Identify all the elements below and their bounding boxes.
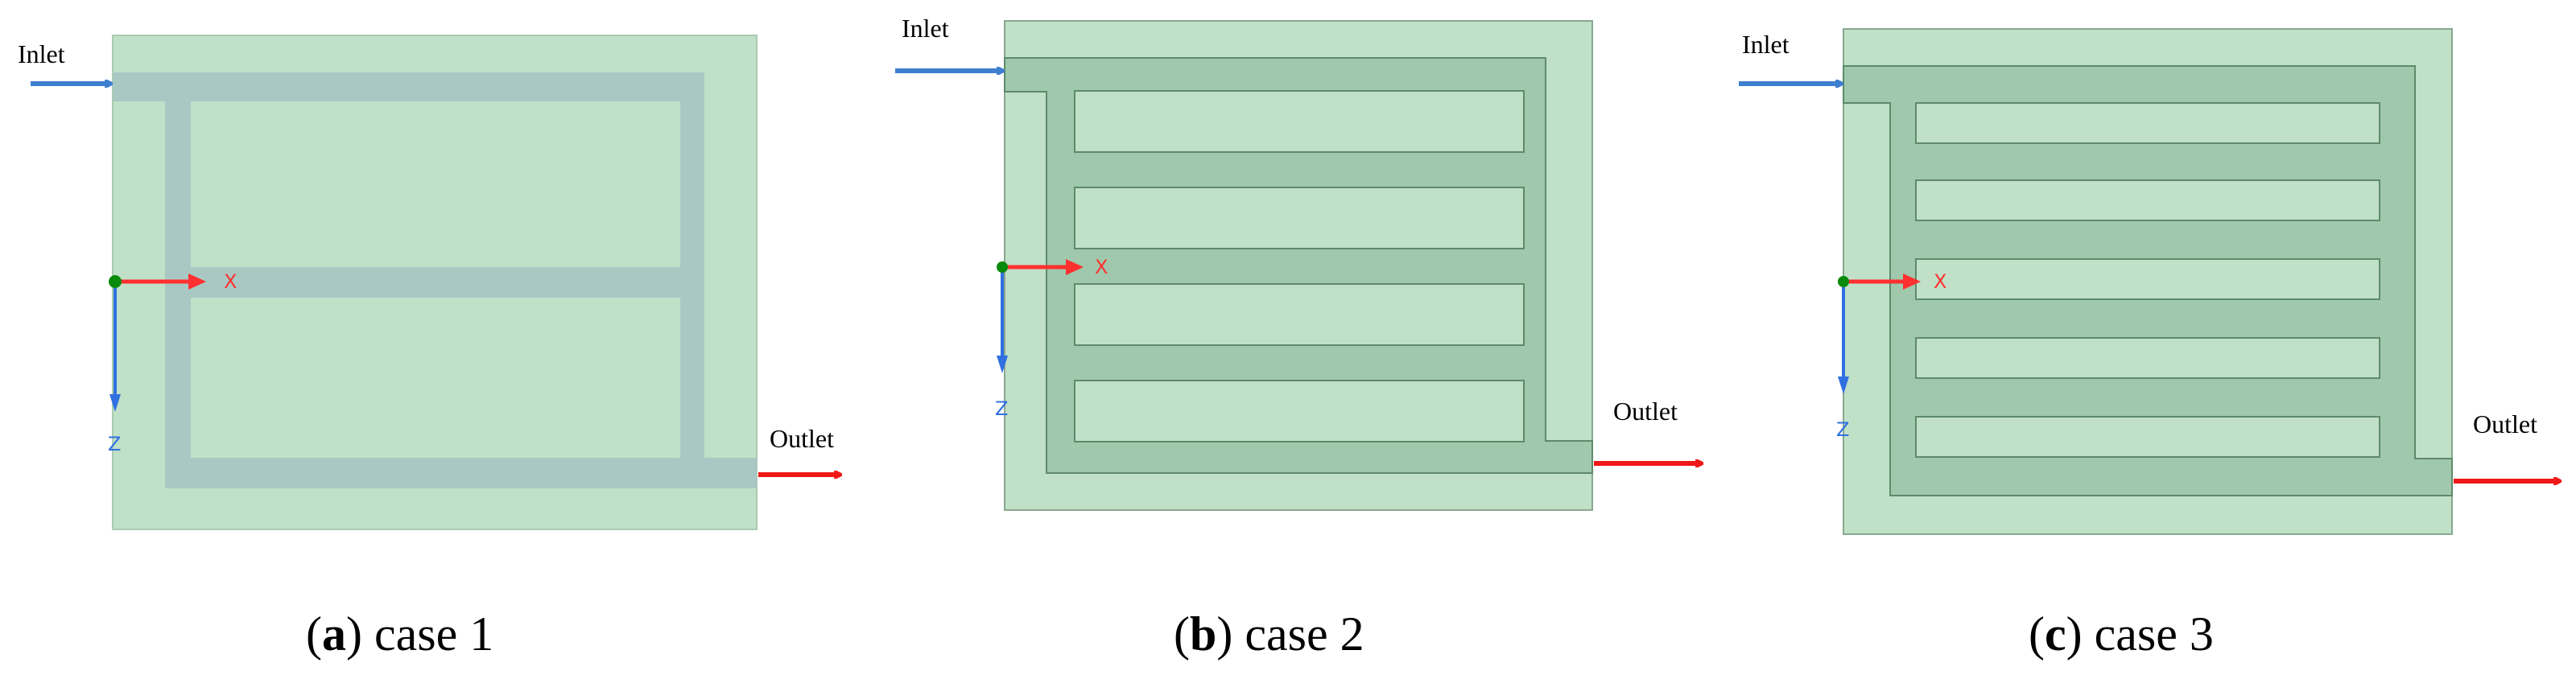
coordinate-axes: X Z	[995, 256, 1108, 420]
z-axis-label: Z	[108, 433, 121, 455]
x-axis-arrowhead	[188, 274, 206, 290]
rib-1	[1074, 90, 1525, 153]
z-axis-arrowhead	[1838, 377, 1849, 394]
caption-case-3: (c) case 3	[2029, 607, 2214, 660]
x-axis-label: X	[224, 270, 237, 293]
flow-channel	[1843, 65, 2453, 496]
x-axis-label: X	[1934, 270, 1946, 293]
panel-case-1: Inlet Outlet X Z (a) case 1	[18, 35, 840, 660]
outlet-label: Outlet	[770, 424, 834, 453]
inlet-label: Inlet	[1742, 30, 1790, 59]
rib-1	[1915, 102, 2380, 144]
rib-3	[1074, 283, 1525, 346]
coordinate-axes: X Z	[1836, 270, 1946, 441]
flow-channel	[1004, 57, 1593, 474]
panel-case-3: Inlet Outlet X Z (c) case 3	[1739, 28, 2560, 660]
channel-top-header	[113, 72, 704, 101]
channel-middle-branch	[165, 267, 704, 298]
z-axis-arrowhead	[997, 356, 1008, 373]
z-axis-arrowhead	[109, 394, 121, 412]
z-axis-label: Z	[1836, 418, 1849, 441]
rib-2	[1915, 179, 2380, 221]
channel-serpentine-region	[1004, 57, 1593, 474]
inlet-label: Inlet	[18, 39, 65, 68]
rib-4	[1074, 380, 1525, 442]
rib-5	[1915, 416, 2380, 458]
origin-point	[1838, 276, 1849, 287]
x-axis-arrowhead	[1066, 259, 1084, 275]
z-axis-label: Z	[995, 397, 1008, 420]
rib-3	[1915, 258, 2380, 300]
coordinate-axes: X Z	[108, 270, 237, 455]
caption-case-2: (b) case 2	[1174, 607, 1364, 660]
origin-point	[997, 261, 1008, 273]
outlet-label: Outlet	[2473, 409, 2537, 438]
channel-bottom-header	[165, 458, 757, 488]
rib-2	[1074, 187, 1525, 249]
origin-point	[109, 275, 122, 288]
inlet-label: Inlet	[902, 14, 949, 43]
x-axis-arrowhead	[1903, 274, 1921, 290]
rib-4	[1915, 337, 2380, 379]
flow-channel	[113, 72, 757, 488]
x-axis-label: X	[1095, 256, 1108, 278]
panel-case-2: Inlet Outlet X Z (b) case 2	[895, 14, 1702, 660]
caption-case-1: (a) case 1	[306, 607, 493, 660]
outlet-label: Outlet	[1613, 397, 1678, 426]
